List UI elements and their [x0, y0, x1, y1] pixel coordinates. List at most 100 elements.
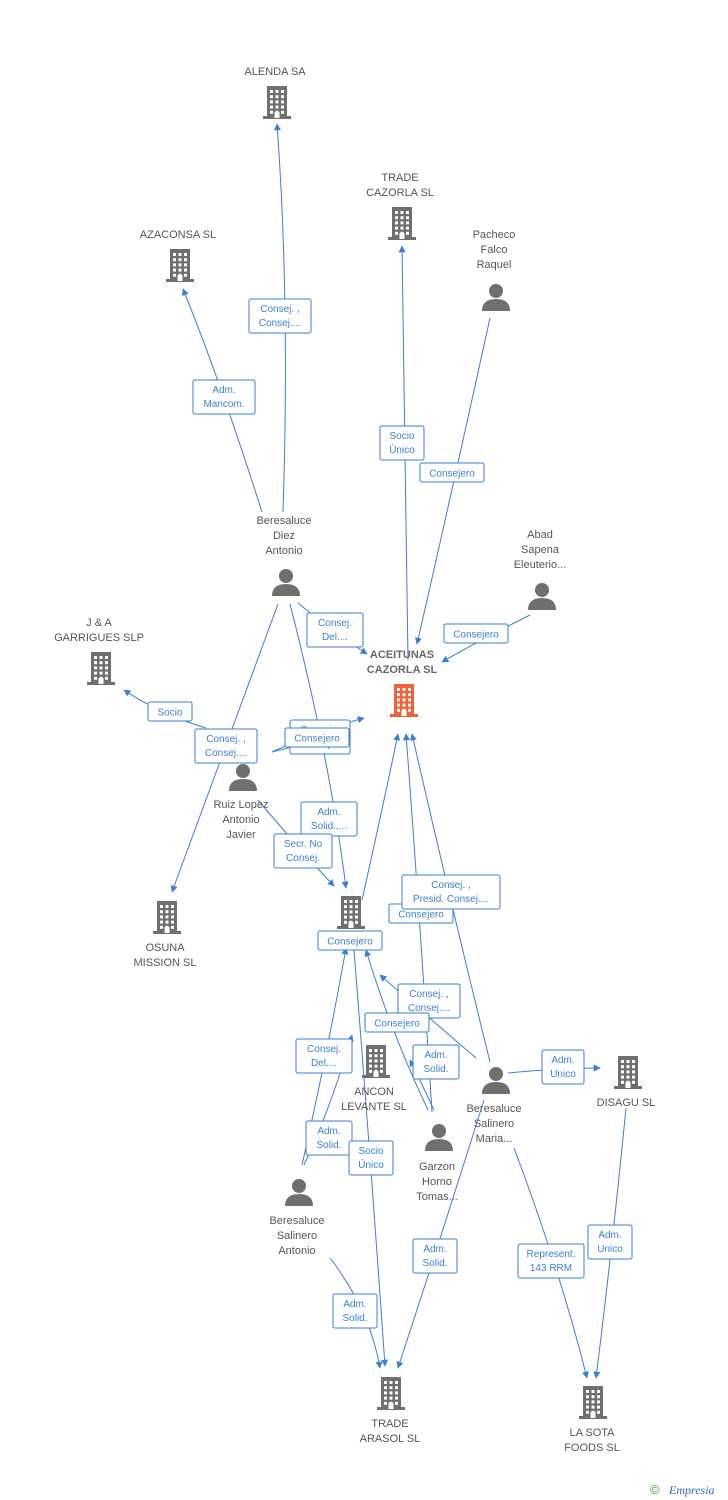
edge-label-e_antonio_arasol[interactable]: Adm. Solid.: [332, 1293, 378, 1329]
node-label: DISAGU SL: [597, 1097, 656, 1109]
edge-line-e_garzon_ancon: [409, 1059, 435, 1111]
edge-line-e_center_aceitunas: [361, 733, 401, 901]
company-icon: [377, 1377, 405, 1410]
edge-label-text: Solid.: [423, 1064, 448, 1075]
node-label: ACEITUNAS: [370, 649, 434, 661]
edge-label-text: Adm.: [343, 1299, 366, 1310]
person-icon: [285, 1179, 313, 1206]
edge-label-e_ruiz_aceitunas[interactable]: Consejero: [284, 727, 350, 748]
edge-label-text: Presid. Consej....: [413, 894, 489, 905]
edge-label-e_disagu_lasota[interactable]: Adm.Unico: [587, 1224, 633, 1260]
edge-label-text: Solid.: [422, 1258, 447, 1269]
node-label: AZACONSA SL: [140, 229, 216, 241]
company-icon: [153, 901, 181, 934]
node-label: MISSION SL: [134, 957, 197, 969]
node-garzon[interactable]: GarzonHornoTomas...: [416, 1124, 458, 1203]
edge-label-box: [306, 612, 364, 648]
edge-label-e_antonio_center[interactable]: Consej.Del....: [295, 1038, 353, 1074]
edge-label-text: Del....: [311, 1058, 337, 1069]
edge-label-e_bd_center[interactable]: Adm.Solid.,...: [300, 801, 358, 837]
edge-label-text: Represent.: [527, 1249, 576, 1260]
node-beresaluce_maria[interactable]: BeresaluceSalineroMaria...: [466, 1067, 522, 1145]
edge-line-e_maria_arasol: [396, 1099, 485, 1369]
edge-label-text: Unico: [597, 1244, 623, 1255]
edge-label-e_garzon_aceitunas[interactable]: Consejero: [317, 930, 383, 951]
node-center_company[interactable]: [337, 896, 365, 929]
node-disagu[interactable]: DISAGU SL: [597, 1056, 656, 1109]
edge-label-text: Solid.: [342, 1313, 367, 1324]
edge-label-text: Único: [389, 443, 415, 456]
node-abad[interactable]: AbadSapenaEleuterio...: [514, 529, 567, 610]
edge-label-e_azaconsa[interactable]: Adm.Mancom.: [192, 379, 256, 415]
node-label: J & A: [86, 617, 112, 629]
edge-label-e_maria_lasota[interactable]: Represent.143 RRM: [517, 1243, 585, 1279]
node-label: Antonio: [265, 545, 302, 557]
edge-label-box: [541, 1049, 585, 1085]
node-label: Antonio: [222, 814, 259, 826]
node-alenda[interactable]: ALENDA SA: [244, 66, 306, 119]
edge-label-e_bd_aceitunas[interactable]: Consej.Del....: [306, 612, 364, 648]
company-icon: [263, 86, 291, 119]
node-label: Pacheco: [473, 229, 516, 241]
edge-label-box: [192, 379, 256, 415]
edge-label-e_maria_arasol[interactable]: Adm. Solid.: [412, 1238, 458, 1274]
edge-label-e_maria_aceitunas[interactable]: Consej. ,Presid. Consej....: [401, 874, 501, 910]
edge-label-text: Solid.,...: [311, 821, 347, 832]
copyright-mark: ©: [650, 1482, 660, 1497]
person-icon: [528, 583, 556, 610]
edge-label-e_alenda[interactable]: Consej. , Consej....: [248, 298, 312, 334]
edge-label-e_abad[interactable]: Consejero: [443, 623, 509, 644]
node-azaconsa[interactable]: AZACONSA SL: [140, 229, 216, 282]
edge-label-e_maria_disagu[interactable]: Adm.Unico: [541, 1049, 585, 1085]
edge-label-e_garzon_center[interactable]: Consejero: [364, 1012, 430, 1033]
node-aceitunas[interactable]: ACEITUNAS CAZORLA SL: [367, 649, 438, 717]
edge-label-text: Consej....: [205, 748, 247, 759]
node-label: CAZORLA SL: [367, 664, 438, 676]
company-icon: [337, 896, 365, 929]
footer: © Empresia: [650, 1482, 715, 1497]
node-label: Falco: [481, 244, 508, 256]
edge-label-box: [587, 1224, 633, 1260]
edge-label-e_garzon_ancon[interactable]: Adm.Solid.: [412, 1044, 460, 1080]
brand-logo[interactable]: Empresia: [668, 1483, 715, 1497]
node-label: Javier: [226, 829, 256, 841]
edge-label-text: Consej. ,: [409, 989, 448, 1000]
node-label: Garzon: [419, 1161, 455, 1173]
edge-label-text: Consej....: [259, 318, 301, 329]
edge-label-text: Adm.: [317, 1126, 340, 1137]
node-label: Diez: [273, 530, 295, 542]
edge-label-text: Único: [358, 1158, 384, 1171]
node-label: Eleuterio...: [514, 559, 567, 571]
edge-label-text: Adm.: [551, 1055, 574, 1066]
edge-label-text: Consej. ,: [260, 304, 299, 315]
edge-label-text: Consej. ,: [206, 734, 245, 745]
edge-label-e_osuna[interactable]: Consej. , Consej....: [194, 728, 258, 764]
edge-label-box: [273, 833, 333, 869]
company-icon: [614, 1056, 642, 1089]
company-icon: [388, 207, 416, 240]
edge-label-text: Consejero: [453, 630, 499, 641]
edge-label-e_antonio_ancon[interactable]: Adm.Solid.: [305, 1120, 353, 1156]
edge-label-box: [248, 298, 312, 334]
edge-label-e_pacheco[interactable]: Consejero: [419, 462, 485, 483]
edge-label-box: [412, 1238, 458, 1274]
edge-label-text: Consej.: [286, 853, 320, 864]
edge-label-box: [284, 727, 350, 748]
edge-label-e_garrigues[interactable]: Socio: [147, 701, 193, 722]
edge-label-box: [517, 1243, 585, 1279]
main-company-icon: [390, 684, 418, 717]
edge-label-text: Adm.: [423, 1244, 446, 1255]
